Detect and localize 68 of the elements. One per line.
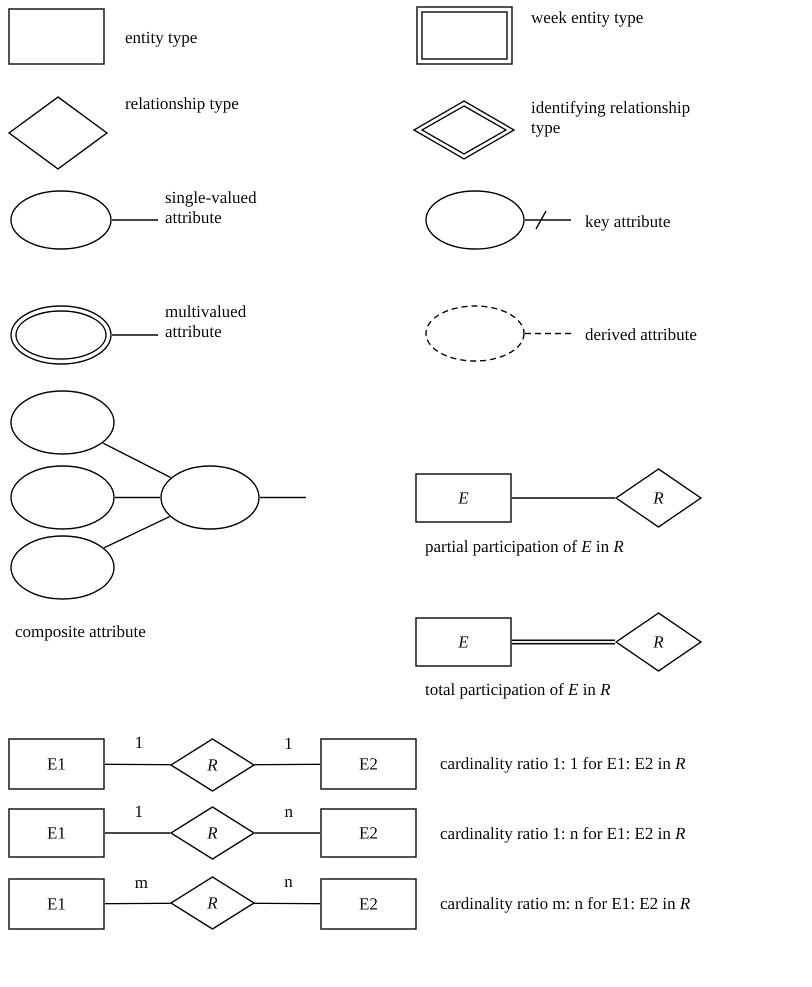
relationship-name: R (652, 634, 665, 650)
relationship-diamond (170, 738, 255, 792)
connector-line (115, 496, 160, 498)
symbol-description: single-valued attribute (165, 188, 258, 228)
attribute-ellipse (10, 465, 115, 530)
symbol-description: multivalued attribute (165, 302, 248, 342)
connector-line (254, 902, 320, 904)
notation-caption: total participation of E in R (425, 680, 611, 700)
entity-box (8, 738, 105, 790)
connector-line (512, 497, 615, 499)
key-attribute-line (525, 210, 571, 230)
entity-box (320, 808, 417, 858)
attribute-ellipse (10, 190, 112, 250)
attribute-ellipse (10, 535, 115, 600)
connector-line (260, 496, 306, 498)
notation-caption: partial participation of E in R (425, 537, 624, 557)
connector-line (525, 332, 571, 334)
relationship-diamond (170, 806, 255, 860)
entity-name: E1 (46, 756, 67, 772)
entity-box (320, 738, 417, 790)
attribute-ellipse (10, 390, 115, 455)
connector-line (105, 902, 170, 904)
weak-entity-box (416, 6, 513, 65)
symbol-description: week entity type (531, 8, 644, 28)
entity-name: E2 (358, 756, 379, 772)
connector-line (102, 442, 171, 478)
relationship-diamond (615, 468, 702, 528)
symbol-description: relationship type (125, 94, 240, 114)
connector-line (112, 219, 158, 221)
notation-caption: cardinality ratio m: n for E1: E2 in R (440, 894, 690, 914)
entity-box (320, 878, 417, 930)
relationship-name: R (206, 894, 219, 912)
connector-line (105, 832, 170, 834)
symbol-description: derived attribute (585, 325, 698, 345)
relationship-diamond (615, 612, 702, 672)
relationship-diamond (8, 96, 108, 170)
entity-box (8, 8, 105, 65)
entity-name: E1 (46, 824, 67, 842)
connector-line (254, 764, 320, 766)
attribute-ellipse (160, 465, 260, 530)
double-line (512, 640, 615, 644)
symbol-description: key attribute (585, 212, 672, 232)
entity-name: E (457, 634, 470, 650)
symbol-caption: composite attribute (15, 622, 146, 642)
identifying-relationship-diamond (413, 100, 515, 160)
relationship-diamond (170, 876, 255, 930)
attribute-ellipse (425, 190, 525, 250)
symbol-description: identifying relationship type (531, 98, 692, 138)
relationship-name: R (206, 756, 219, 774)
relationship-name: R (206, 824, 219, 842)
entity-name: E (457, 490, 470, 506)
entity-box (415, 617, 512, 667)
connector-line (112, 334, 158, 336)
entity-name: E1 (46, 896, 67, 912)
connector-line (104, 516, 170, 548)
connector-line (255, 832, 320, 834)
notation-caption: cardinality ratio 1: n for E1: E2 in R (440, 824, 686, 844)
entity-name: E2 (358, 896, 379, 912)
multivalued-attribute-ellipse (10, 305, 112, 365)
derived-attribute-ellipse (425, 305, 525, 362)
notation-caption: cardinality ratio 1: 1 for E1: E2 in R (440, 754, 686, 774)
entity-box (8, 808, 105, 858)
entity-box (415, 473, 512, 523)
relationship-name: R (652, 490, 665, 506)
connector-line (105, 764, 170, 766)
entity-box (8, 878, 105, 930)
entity-name: E2 (358, 824, 379, 842)
symbol-description: entity type (125, 28, 198, 48)
